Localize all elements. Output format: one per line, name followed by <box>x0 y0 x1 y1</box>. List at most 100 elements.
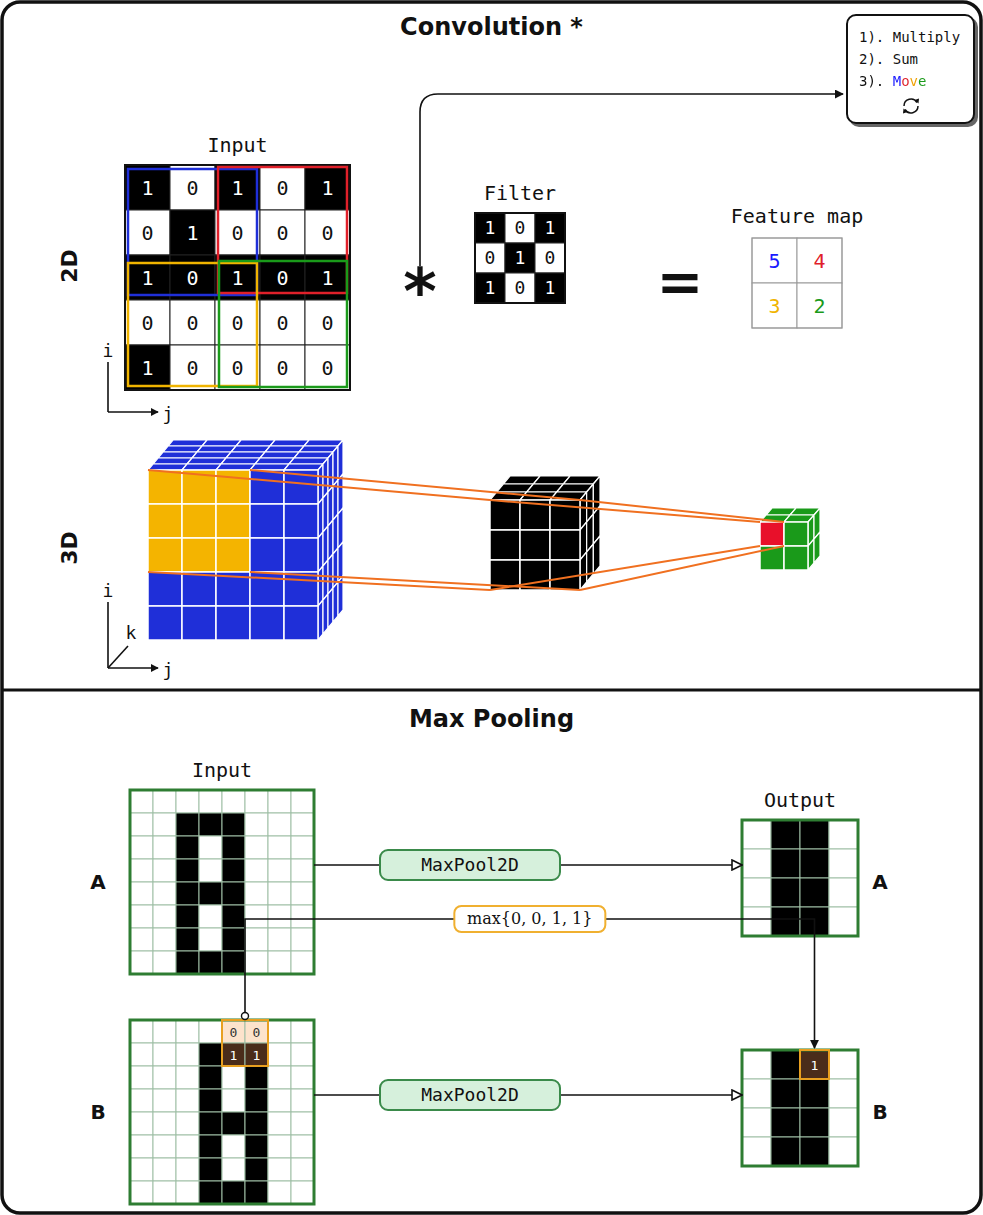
cube-top-cell <box>304 440 343 446</box>
axis-label: j <box>163 661 174 679</box>
grid-cell <box>268 790 291 813</box>
grid-cell <box>199 1020 222 1043</box>
grid-cell <box>291 905 314 928</box>
grid-cell <box>130 1020 153 1043</box>
grid-cell <box>268 1158 291 1181</box>
grid-cell <box>222 905 245 928</box>
cycle-icon <box>900 95 922 117</box>
row-label: B <box>90 1102 105 1122</box>
maxpool-box: MaxPool2D <box>379 1079 561 1111</box>
grid-cell <box>800 1079 829 1108</box>
grid-cell <box>505 213 535 243</box>
grid-cell <box>215 210 260 255</box>
grid-cell <box>130 1135 153 1158</box>
grid-cell <box>199 813 222 836</box>
grid-number: 1 <box>231 268 243 288</box>
cube-top-cell <box>289 458 328 464</box>
node-text: 1 <box>230 1048 238 1061</box>
cube-front-cell <box>520 560 550 590</box>
cube-top-cell <box>250 464 289 470</box>
grid-cell <box>742 820 771 849</box>
grid-cell <box>153 882 176 905</box>
grid-cell <box>130 1112 153 1135</box>
grid-number: 0 <box>276 313 288 333</box>
grid-cell <box>130 928 153 951</box>
grid-cell <box>222 790 245 813</box>
operator-symbol: * <box>403 260 436 324</box>
node-text: 0 <box>253 1025 261 1038</box>
grid-cell <box>245 790 268 813</box>
grid-border <box>752 238 842 328</box>
grid-border <box>742 1050 858 1166</box>
grid-cell <box>222 882 245 905</box>
node-text: MaxPool2D <box>421 855 519 876</box>
cube-front-cell <box>490 530 520 560</box>
grid-cell <box>245 882 268 905</box>
cube-front-cell <box>216 606 250 640</box>
grid-number: 0 <box>276 358 288 378</box>
grid-cell <box>291 790 314 813</box>
grid-cell <box>176 928 199 951</box>
grid-number: 4 <box>813 251 825 271</box>
cube-top-cell <box>260 452 299 458</box>
grid-cell <box>268 859 291 882</box>
grid-cell <box>268 1043 291 1066</box>
grid-cell <box>130 1043 153 1066</box>
grid-cell <box>245 1020 268 1043</box>
grid-cell <box>199 836 222 859</box>
grid-number: 0 <box>231 223 243 243</box>
filter-cells <box>475 213 565 303</box>
grid-cell <box>153 1112 176 1135</box>
grid-cell <box>215 165 260 210</box>
grid-cell <box>245 836 268 859</box>
grid-cell <box>176 951 199 974</box>
grid-cell <box>245 928 268 951</box>
node-text: 1 <box>253 1048 261 1061</box>
grid-cell <box>742 878 771 907</box>
cube-top-cell <box>187 458 226 464</box>
grid-cell <box>199 1043 222 1066</box>
cube-front-cell <box>250 538 284 572</box>
cube-front-cell <box>250 470 284 504</box>
node-text: Input <box>130 759 314 782</box>
connector <box>314 1094 379 1096</box>
grid-cell <box>291 1020 314 1043</box>
cube-side-cell <box>587 544 594 582</box>
grid-number: 0 <box>321 358 333 378</box>
grid-cell <box>153 1089 176 1112</box>
grid-cell <box>742 1137 771 1166</box>
grid-cell <box>176 1089 199 1112</box>
grid-cell <box>829 820 858 849</box>
grid-cell <box>125 300 170 345</box>
grid-cell <box>170 165 215 210</box>
cube-front-cell <box>284 572 318 606</box>
grid-cell <box>215 345 260 390</box>
window-frame <box>128 263 257 386</box>
output-volume <box>760 508 820 570</box>
grid-cell <box>125 165 170 210</box>
grid-cell <box>130 790 153 813</box>
grid-cell <box>222 813 245 836</box>
grid-cell <box>800 878 829 907</box>
cube-top-cell <box>216 464 255 470</box>
grid-cell <box>130 1181 153 1204</box>
grid-cell <box>176 1043 199 1066</box>
steps-box: 1). Multiply2). Sum3). Move <box>846 14 975 124</box>
grid-cell <box>800 820 829 849</box>
grid-cell <box>199 905 222 928</box>
pool-window <box>222 1020 268 1066</box>
grid-cell <box>153 951 176 974</box>
cube-top-cell <box>265 446 304 452</box>
grid-cell <box>829 1079 858 1108</box>
grid-cell <box>268 882 291 905</box>
grid-cell <box>125 210 170 255</box>
grid-number: 0 <box>141 223 153 243</box>
grid-cell <box>245 951 268 974</box>
grid-cell <box>291 928 314 951</box>
cube-front-cell <box>148 572 182 606</box>
grid-number: 0 <box>276 223 288 243</box>
grid-cell <box>130 813 153 836</box>
grid-cell <box>291 813 314 836</box>
node-text: Max Pooling <box>0 706 983 734</box>
